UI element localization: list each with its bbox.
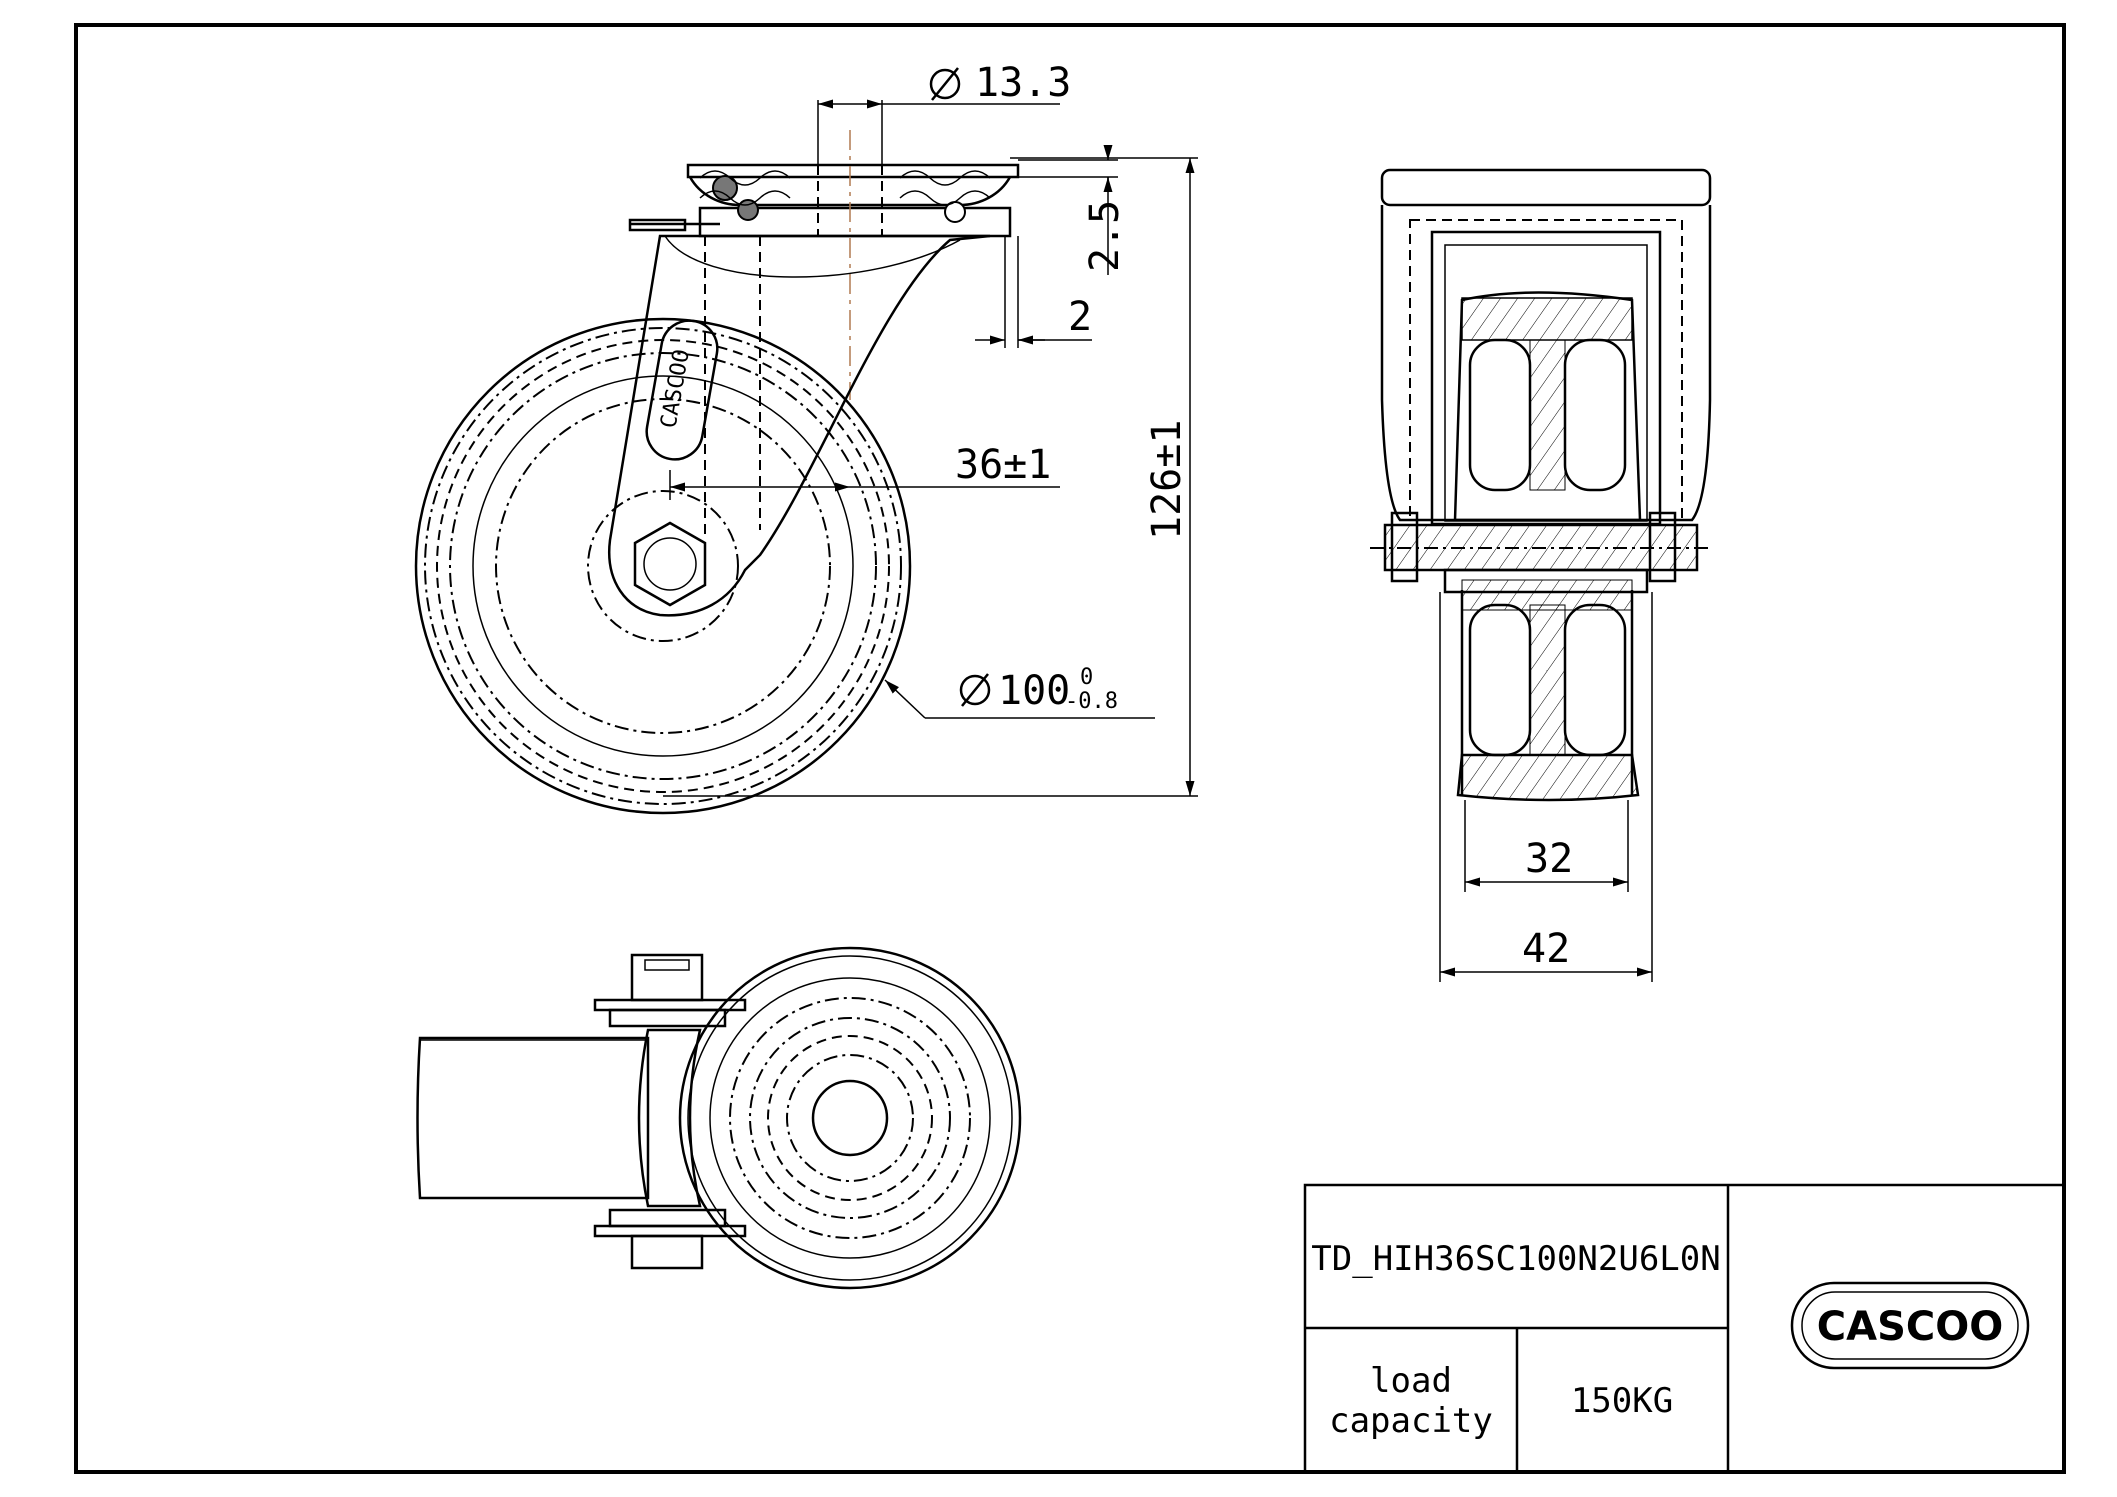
fork-logo-text: CASCOO	[656, 348, 694, 431]
load-capacity-label-line2: capacity	[1329, 1401, 1493, 1441]
plate-thickness-label: 2.5	[1082, 200, 1128, 272]
fork-width-label: 42	[1522, 926, 1570, 972]
wheel-diameter-label: 100	[998, 668, 1070, 714]
sheet-border	[74, 23, 2066, 1474]
load-capacity-label-line1: load	[1370, 1361, 1452, 1401]
top-view	[416, 946, 1022, 1290]
swivel-offset-label: 36±1	[955, 442, 1051, 488]
part-number: TD_HIH36SC100N2U6L0N	[1311, 1239, 1720, 1279]
company-logo: CASCOO	[1790, 1281, 2030, 1370]
load-capacity-value: 150KG	[1571, 1381, 1673, 1421]
title-block: TD_HIH36SC100N2U6L0N load capacity 150KG…	[1303, 1183, 2066, 1474]
wheel-tolerance-lower: -0.8	[1065, 689, 1118, 714]
wheel-tolerance-upper: 0	[1080, 665, 1093, 690]
end-view: 32 42	[1370, 168, 1712, 982]
side-view: CASCOO 13.3 2.5 2 36±1 126±1	[414, 60, 1198, 815]
offset-2-label: 2	[1068, 294, 1092, 340]
tread-width-label: 32	[1525, 836, 1573, 882]
bore-diameter-label: 13.3	[975, 60, 1071, 106]
total-height-label: 126±1	[1144, 420, 1190, 540]
logo-text: CASCOO	[1817, 1304, 2003, 1350]
